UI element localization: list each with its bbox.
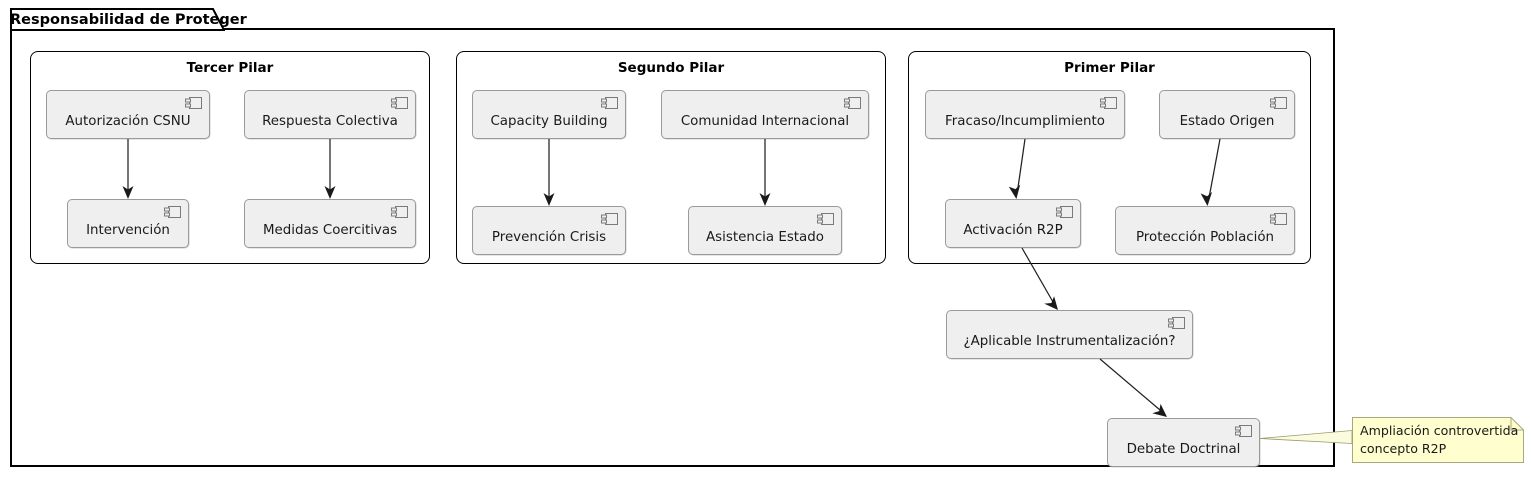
component-proteccion-poblacion[interactable]: Protección Población [1115,206,1295,255]
package-title-label: Responsabilidad de Proteger [10,12,247,28]
uml-component-icon [1270,97,1287,109]
component-label: Comunidad Internacional [680,114,850,129]
component-estado-origen[interactable]: Estado Origen [1159,90,1295,139]
note-shape [1352,417,1524,463]
uml-component-icon [1056,206,1073,218]
component-activacion-r2p[interactable]: Activación R2P [945,199,1081,248]
component-label: Protección Población [1135,230,1275,245]
note-line-2: concepto R2P [1360,440,1447,456]
component-debate-doctrinal[interactable]: Debate Doctrinal [1107,418,1260,467]
uml-component-icon [601,213,618,225]
component-autorizacion-csnu[interactable]: Autorización CSNU [46,90,210,139]
uml-component-icon [164,206,181,218]
component-label: Activación R2P [963,223,1063,238]
component-label: ¿Aplicable Instrumentalización? [963,334,1176,349]
component-intervencion[interactable]: Intervención [67,199,189,248]
component-label: Prevención Crisis [491,230,607,245]
component-label: Respuesta Colectiva [262,114,398,129]
component-medidas-coercitivas[interactable]: Medidas Coercitivas [244,199,416,248]
uml-component-icon [601,97,618,109]
component-capacity-building[interactable]: Capacity Building [472,90,626,139]
component-label: Fracaso/Incumplimiento [945,114,1105,129]
note-line-1: Ampliación controvertida [1360,423,1519,438]
component-respuesta-colectiva[interactable]: Respuesta Colectiva [244,90,416,139]
note-ampliacion-controvertida: Ampliación controvertida concepto R2P [1352,417,1524,463]
uml-component-icon [1270,213,1287,225]
component-label: Debate Doctrinal [1126,442,1241,457]
component-aplicable-instrumentalizacion[interactable]: ¿Aplicable Instrumentalización? [946,310,1193,359]
uml-component-icon [817,213,834,225]
note-text: Ampliación controvertida concepto R2P [1360,422,1520,457]
pillar-primer-pilar-title: Primer Pilar [1064,60,1155,76]
component-label: Intervención [86,223,170,238]
pillar-segundo-pilar-title: Segundo Pilar [617,60,725,76]
component-label: Medidas Coercitivas [262,223,398,238]
pillar-tercer-pilar-title: Tercer Pilar [186,60,274,76]
uml-component-icon [1235,425,1252,437]
uml-component-icon [844,97,861,109]
component-prevencion-crisis[interactable]: Prevención Crisis [472,206,626,255]
component-asistencia-estado[interactable]: Asistencia Estado [688,206,842,255]
uml-component-icon [185,97,202,109]
uml-component-icon [1100,97,1117,109]
component-fracaso-incumplimiento[interactable]: Fracaso/Incumplimiento [925,90,1125,139]
component-comunidad-internacional[interactable]: Comunidad Internacional [661,90,869,139]
uml-component-icon [391,206,408,218]
component-label: Asistencia Estado [706,230,824,245]
package-title-tab [10,8,225,31]
uml-component-icon [391,97,408,109]
component-label: Estado Origen [1179,114,1275,129]
component-label: Autorización CSNU [65,114,191,129]
uml-component-icon [1168,317,1185,329]
component-label: Capacity Building [490,114,608,129]
